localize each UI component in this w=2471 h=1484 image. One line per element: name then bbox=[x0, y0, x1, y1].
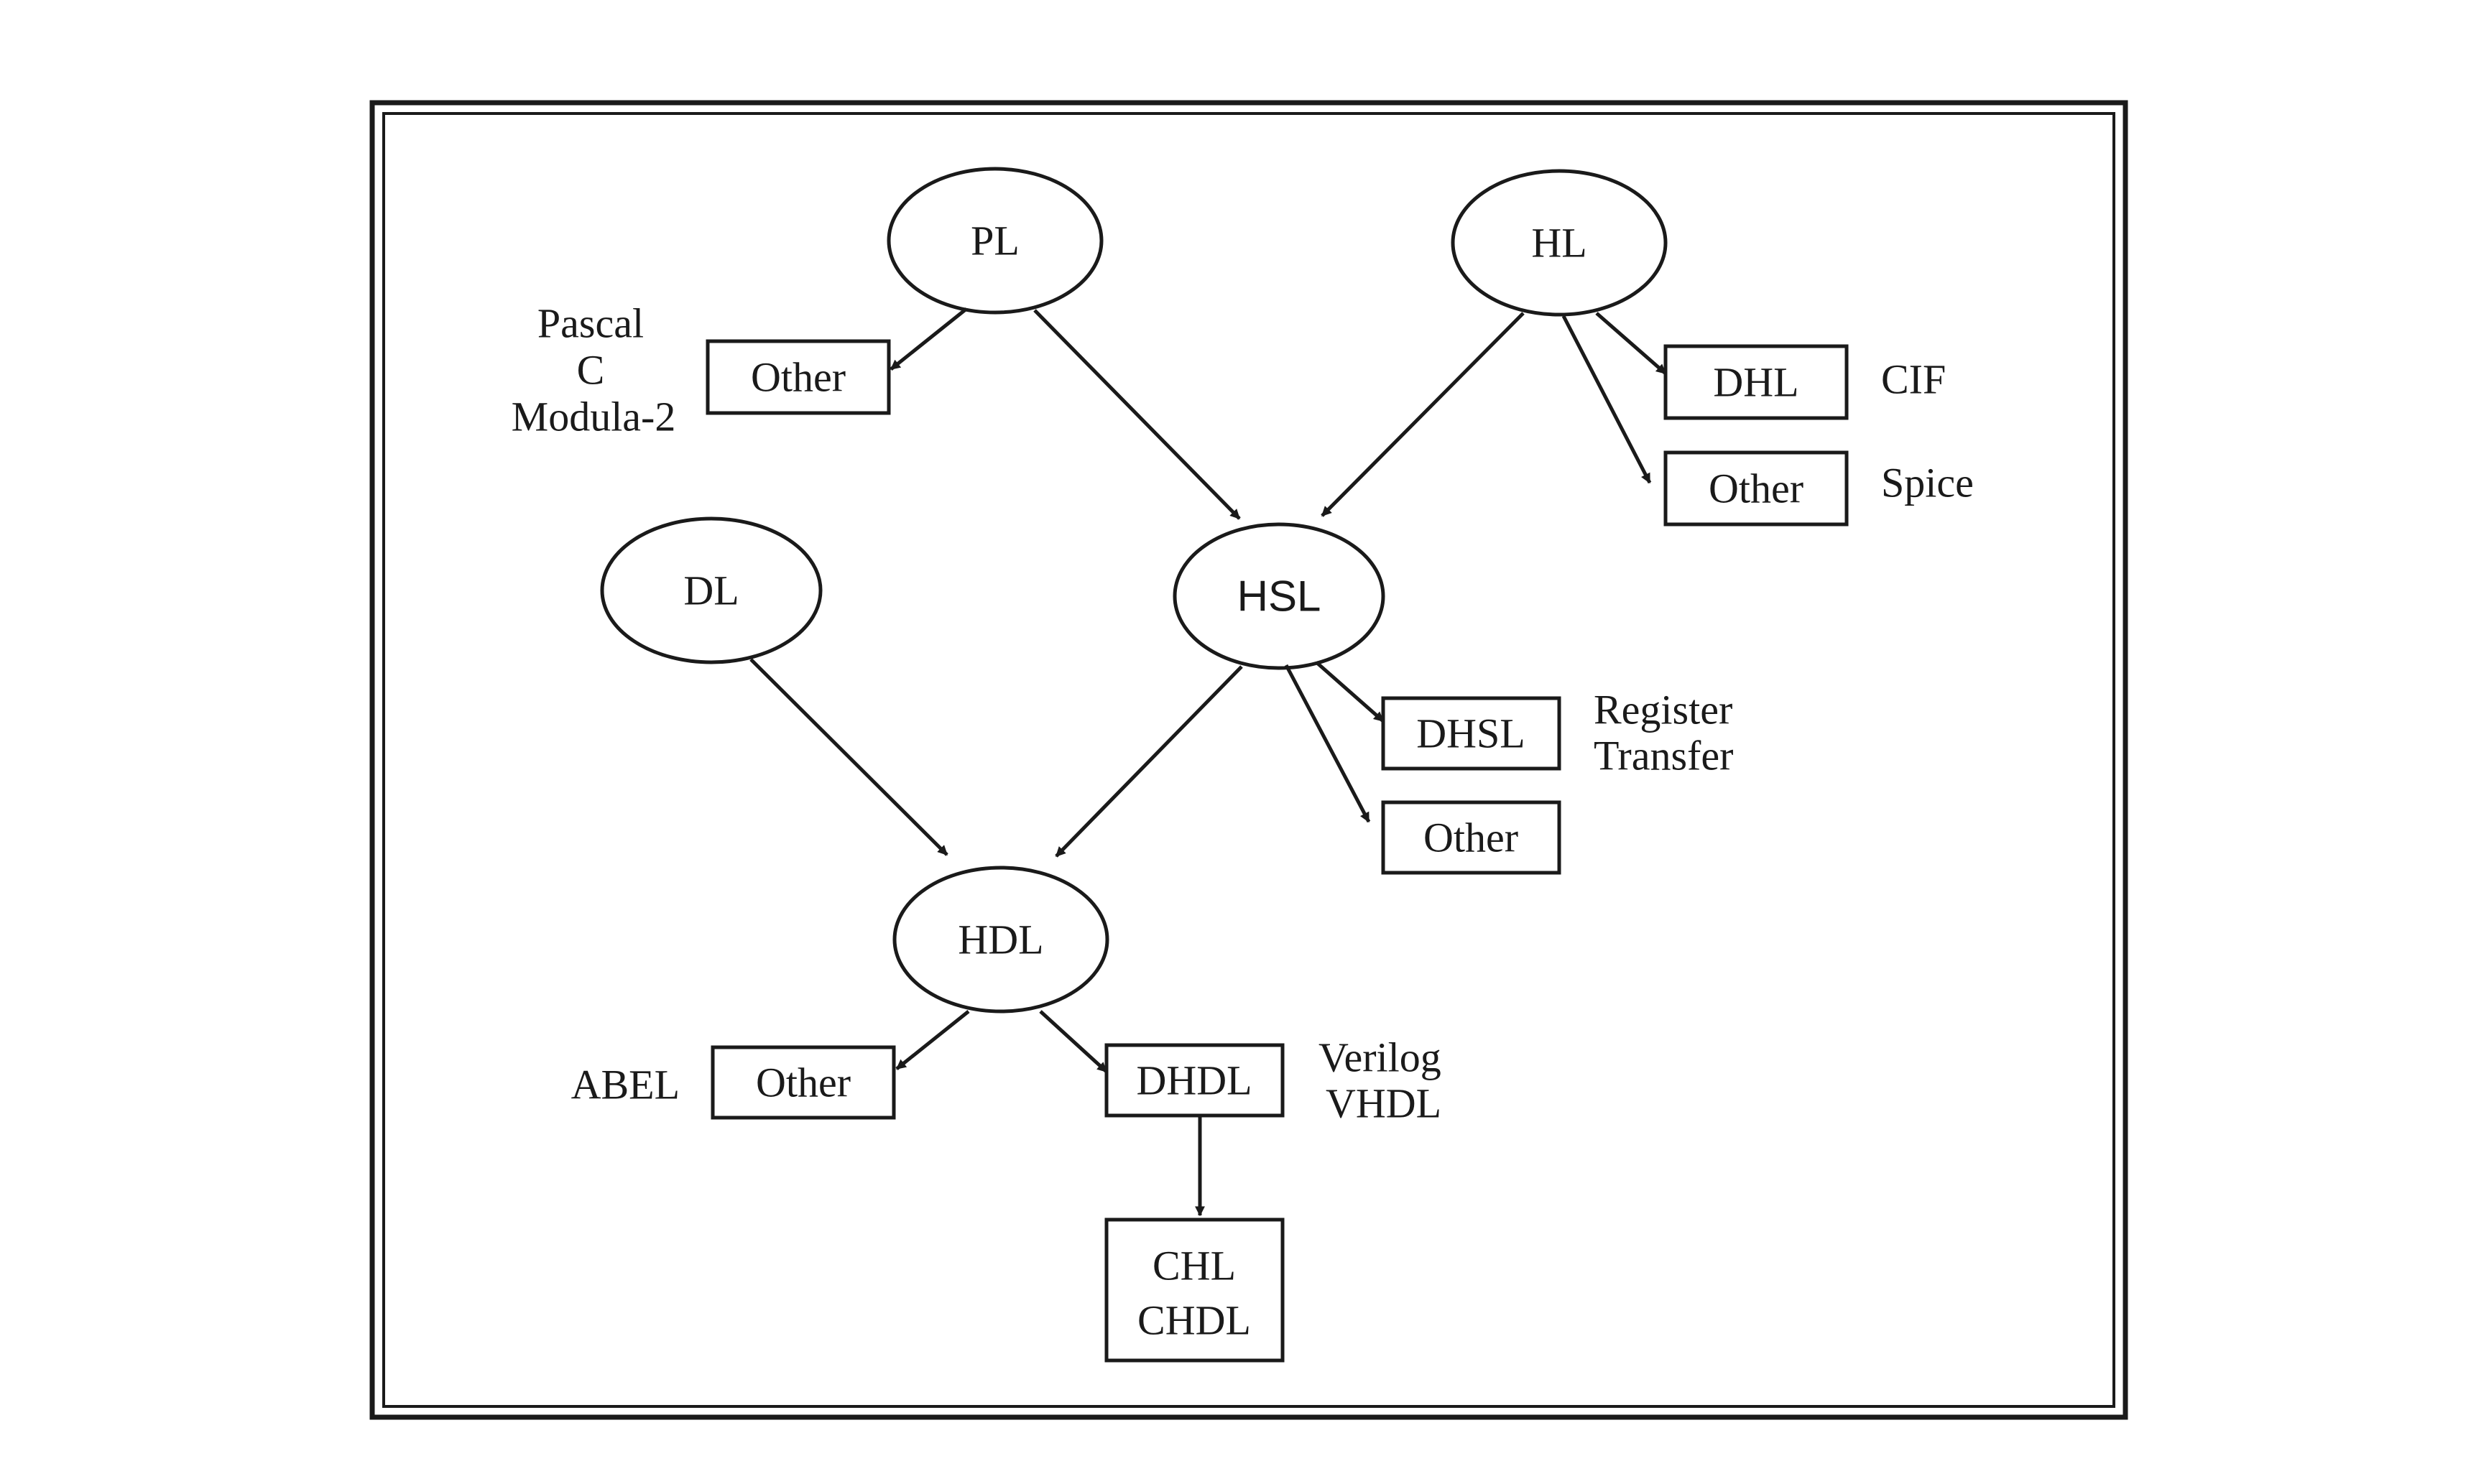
node-pl-label: PL bbox=[971, 218, 1020, 264]
node-pl: PL bbox=[887, 167, 1104, 315]
node-hdl-label: HDL bbox=[958, 917, 1043, 963]
annotation-pl-examples: Pascal C Modula-2 bbox=[512, 300, 676, 440]
node-hl-shape bbox=[1451, 169, 1668, 317]
node-dhsl: DHSL bbox=[1381, 696, 1561, 771]
annotation-vhdl: VHDL bbox=[1326, 1080, 1441, 1127]
node-dhdl-label: DHDL bbox=[1136, 1057, 1252, 1104]
node-hdl-other-label: Other bbox=[756, 1059, 851, 1106]
edges bbox=[749, 307, 1667, 1217]
node-dhl: DHL bbox=[1663, 344, 1849, 420]
node-hsl-other-shape bbox=[1381, 800, 1561, 875]
node-dhsl-shape bbox=[1381, 696, 1561, 771]
annotation-verilog: Verilog bbox=[1318, 1034, 1441, 1081]
outer-frame bbox=[369, 100, 2128, 1420]
edge-hl-to-hsl bbox=[1321, 312, 1525, 517]
node-dhl-shape bbox=[1663, 344, 1849, 420]
node-hdl-other: Other bbox=[711, 1045, 896, 1120]
annotation-dhdl-examples: Verilog VHDL bbox=[1318, 1034, 1441, 1127]
node-hl-other-label: Other bbox=[1709, 465, 1803, 512]
inner-frame bbox=[382, 112, 2115, 1408]
node-dhdl: DHDL bbox=[1104, 1043, 1285, 1118]
edge-hl-to-dhl bbox=[1595, 312, 1667, 375]
node-chl-label-line2: CHDL bbox=[1137, 1297, 1251, 1344]
node-hsl-label: HSL bbox=[1237, 572, 1321, 621]
node-pl-other: Other bbox=[706, 339, 891, 415]
node-hdl-other-shape bbox=[711, 1045, 896, 1120]
node-dhsl-label: DHSL bbox=[1416, 710, 1525, 757]
node-chl-shape bbox=[1104, 1218, 1285, 1363]
node-hdl: HDL bbox=[892, 866, 1109, 1014]
edge-hl-to-other bbox=[1561, 315, 1652, 484]
node-dl: DL bbox=[600, 516, 823, 664]
node-pl-other-shape bbox=[706, 339, 891, 415]
edge-hsl-to-other bbox=[1284, 664, 1371, 823]
node-hl-other-shape bbox=[1663, 450, 1849, 527]
annotation-modula-2: Modula-2 bbox=[512, 394, 676, 440]
node-dl-label: DL bbox=[683, 567, 739, 614]
annotation-c: C bbox=[577, 347, 605, 394]
node-hsl-shape bbox=[1173, 522, 1385, 670]
node-hsl-other-label: Other bbox=[1423, 815, 1518, 861]
edge-hdl-to-dhdl bbox=[1039, 1010, 1108, 1073]
edge-hsl-to-dhsl bbox=[1315, 661, 1385, 723]
node-dhdl-shape bbox=[1104, 1043, 1285, 1118]
node-hdl-shape bbox=[892, 866, 1109, 1014]
annotation-abel: ABEL bbox=[571, 1062, 680, 1108]
node-chl: CHL CHDL bbox=[1104, 1218, 1285, 1363]
edge-hsl-to-hdl bbox=[1055, 665, 1243, 858]
edge-pl-to-other bbox=[890, 307, 968, 371]
node-hl: HL bbox=[1451, 169, 1668, 317]
edge-dl-to-hdl bbox=[749, 658, 948, 856]
annotation-pascal: Pascal bbox=[537, 300, 644, 347]
node-hsl-other: Other bbox=[1381, 800, 1561, 875]
node-hl-label: HL bbox=[1531, 220, 1586, 266]
node-dhl-label: DHL bbox=[1713, 359, 1798, 406]
edge-pl-to-hsl bbox=[1033, 309, 1241, 520]
annotation-dhsl-examples: Register Transfer bbox=[1594, 687, 1733, 779]
annotation-transfer: Transfer bbox=[1594, 733, 1733, 779]
node-pl-shape bbox=[887, 167, 1104, 315]
node-pl-other-label: Other bbox=[751, 354, 846, 401]
edge-hdl-to-other bbox=[895, 1010, 970, 1070]
node-chl-label-line1: CHL bbox=[1153, 1243, 1236, 1289]
annotation-spice: Spice bbox=[1881, 460, 1974, 506]
annotation-register: Register bbox=[1594, 687, 1732, 733]
node-hsl: HSL bbox=[1173, 522, 1385, 670]
annotation-cif: CIF bbox=[1881, 356, 1946, 403]
node-hl-other: Other bbox=[1663, 450, 1849, 527]
node-dl-shape bbox=[600, 516, 823, 664]
